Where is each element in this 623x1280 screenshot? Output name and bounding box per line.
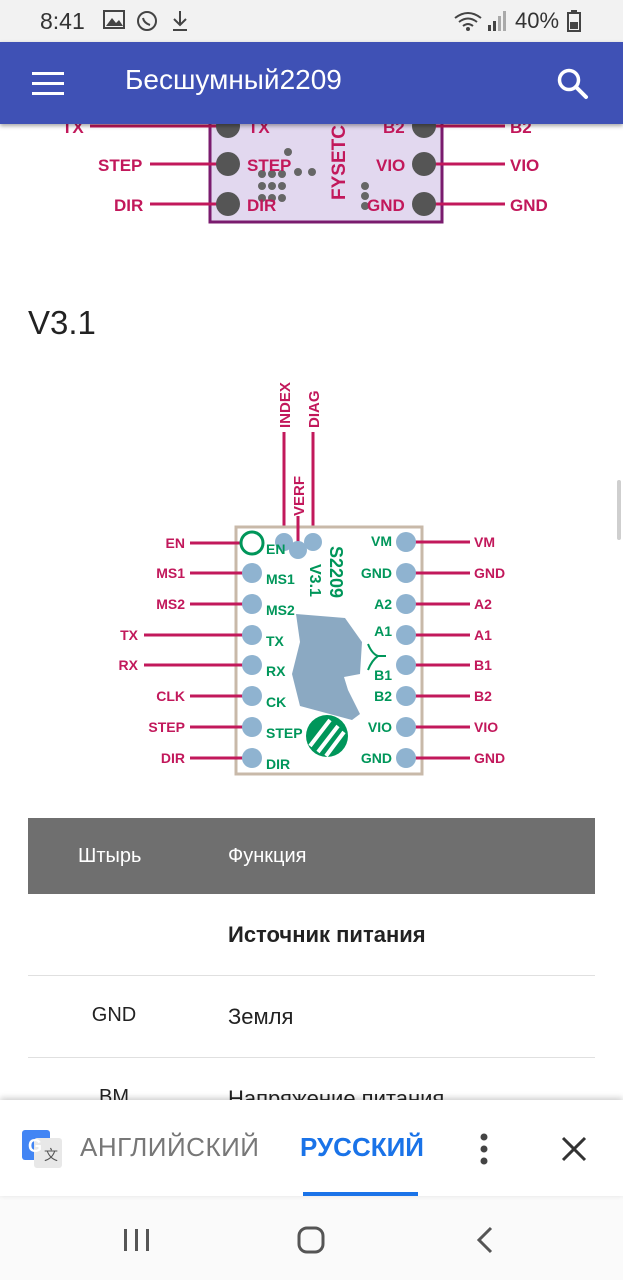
menu-icon[interactable] <box>30 70 66 96</box>
whatsapp-icon <box>137 11 157 31</box>
google-translate-icon: G 文 <box>22 1130 62 1168</box>
target-language-tab[interactable]: РУССКИЙ <box>300 1132 424 1162</box>
board-pin-label: TX <box>266 633 285 649</box>
pin-right-label: A1 <box>474 627 492 643</box>
close-icon[interactable] <box>560 1135 588 1163</box>
board-label: GND <box>367 196 405 215</box>
board-label: VIO <box>376 156 405 175</box>
wifi-icon <box>454 12 482 31</box>
table-cell-function: Источник питания <box>228 922 426 947</box>
pin-right-label: GND <box>474 565 505 581</box>
pin-label-index: INDEX <box>277 382 294 428</box>
pin-function-table: Штырь Функция Источник питания GND Земля… <box>28 818 595 1100</box>
pin-left-label: TX <box>120 627 139 643</box>
pin-left-label: RX <box>119 657 139 673</box>
board-pin-label: MS1 <box>266 571 295 587</box>
pin-right-label: VM <box>474 534 495 550</box>
board-version: V3.1 <box>306 564 323 597</box>
driver-diagram-top: TX STEP DIR B2 VIO GND TX STEP DIR B2 VI… <box>62 124 548 224</box>
table-row: GND Земля <box>28 976 595 1058</box>
pin-left-label: STEP <box>148 719 185 735</box>
recent-apps-icon[interactable] <box>122 1227 152 1253</box>
board-pin-label: GND <box>361 750 392 766</box>
table-cell-function: Напряжение питания <box>228 1086 445 1100</box>
battery-percent: 40% <box>515 8 560 33</box>
pin-label-verf: VERF <box>291 476 308 516</box>
scrollbar-thumb[interactable] <box>617 480 621 540</box>
board-label: STEP <box>247 156 291 175</box>
pin-right-label: GND <box>474 750 505 766</box>
board-pin-label: DIR <box>266 756 290 772</box>
pin-label-diag: DIAG <box>306 391 323 429</box>
board-label: TX <box>248 124 270 137</box>
back-icon[interactable] <box>475 1226 495 1254</box>
top-right-label: GND <box>510 196 548 215</box>
pin-left-label: MS1 <box>156 565 185 581</box>
status-time: 8:41 <box>40 8 85 34</box>
home-icon[interactable] <box>296 1225 326 1255</box>
board-pin-label: B1 <box>374 667 392 683</box>
top-right-label: B2 <box>510 124 532 137</box>
svg-text:G: G <box>28 1136 42 1156</box>
board-pin-label: EN <box>266 541 285 557</box>
table-header-function: Функция <box>228 845 307 867</box>
table-cell-function: Земля <box>228 1004 294 1029</box>
pin-right-label: B1 <box>474 657 492 673</box>
status-bar: 8:41 40% <box>0 0 623 42</box>
gallery-icon <box>103 10 125 29</box>
more-options-icon[interactable] <box>476 1132 492 1166</box>
top-right-label: VIO <box>510 156 539 175</box>
pin-left-label: DIR <box>161 750 185 766</box>
board-pin-label: STEP <box>266 725 303 741</box>
top-left-label: STEP <box>98 156 142 175</box>
pin-right-label: B2 <box>474 688 492 704</box>
pinout-diagram: INDEX DIAG VERF <box>119 382 505 776</box>
table-row: ВМ Напряжение питания <box>28 1058 595 1100</box>
content-area[interactable]: TX STEP DIR B2 VIO GND TX STEP DIR B2 VI… <box>0 124 623 1100</box>
source-language-tab[interactable]: АНГЛИЙСКИЙ <box>80 1132 260 1162</box>
pin-left-label: EN <box>166 535 185 551</box>
section-heading: V3.1 <box>28 304 96 341</box>
download-icon <box>173 11 187 31</box>
pin-left-label: CLK <box>156 688 185 704</box>
svg-text:文: 文 <box>44 1148 58 1164</box>
board-pin-label: MS2 <box>266 602 295 618</box>
table-cell-pin: ВМ <box>99 1086 129 1100</box>
board-label: DIR <box>247 196 276 215</box>
top-left-label: TX <box>62 124 84 137</box>
board-label: B2 <box>383 124 405 137</box>
board-pin-label: VIO <box>368 719 392 735</box>
app-bar: Бесшумный2209 <box>0 42 623 124</box>
pin-right-label: A2 <box>474 596 492 612</box>
board-pin-label: A1 <box>374 623 392 639</box>
board-pin-label: VM <box>371 533 392 549</box>
board-pin-label: A2 <box>374 596 392 612</box>
battery-icon <box>567 10 581 32</box>
board-pin-label: RX <box>266 663 286 679</box>
board-pin-label: GND <box>361 565 392 581</box>
board-model: S2209 <box>326 546 346 598</box>
table-header-pin: Штырь <box>78 845 142 867</box>
signal-icon <box>488 11 506 31</box>
system-nav-bar <box>0 1196 623 1280</box>
pin-right-label: VIO <box>474 719 498 735</box>
selected-tab-indicator <box>303 1192 418 1196</box>
board-pin-label: CK <box>266 694 286 710</box>
table-header: Штырь Функция <box>28 818 595 894</box>
translate-bar: G 文 АНГЛИЙСКИЙ РУССКИЙ <box>0 1100 623 1196</box>
table-cell-pin: GND <box>91 1004 137 1026</box>
search-icon[interactable] <box>556 67 590 101</box>
pin-left-label: MS2 <box>156 596 185 612</box>
board-brand: FYSETC <box>329 125 350 200</box>
table-row: Источник питания <box>28 894 595 976</box>
board-pin-label: B2 <box>374 688 392 704</box>
app-title: Бесшумный2209 <box>125 64 342 95</box>
top-left-label: DIR <box>114 196 143 215</box>
